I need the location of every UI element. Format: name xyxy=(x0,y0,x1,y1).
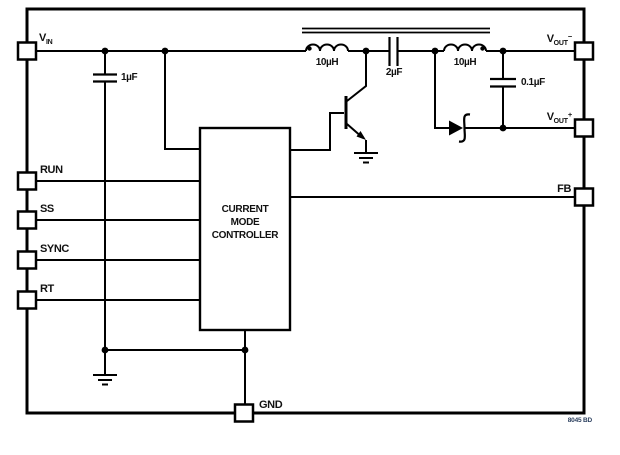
ss-pin-label: SS xyxy=(40,203,54,215)
pin-sync xyxy=(16,250,38,270)
emitter-arrow xyxy=(356,131,366,140)
diode-anode-triangle xyxy=(449,120,463,136)
pin-fb xyxy=(573,187,595,207)
coupling-cap-value-label: 2µF xyxy=(385,67,403,78)
diode-cathode-curve xyxy=(458,113,471,143)
sync-pin-label: SYNC xyxy=(40,243,69,255)
pin-vout-minus xyxy=(573,41,595,61)
secondary-inductor xyxy=(443,43,487,52)
pin-run xyxy=(16,171,38,191)
controller-block-label: CURRENT MODE CONTROLLER xyxy=(211,204,279,241)
pin-boxes xyxy=(16,41,595,423)
primary-inductor xyxy=(305,43,349,52)
transistor-collector xyxy=(346,51,367,102)
secondary-inductor-value-label: 10µH xyxy=(453,57,477,68)
pin-vin xyxy=(16,41,38,61)
pin-vout-plus xyxy=(573,118,595,138)
pin-rt xyxy=(16,290,38,310)
fb-pin-label: FB xyxy=(557,183,571,195)
rt-pin-label: RT xyxy=(40,283,54,295)
output-capacitor xyxy=(490,77,516,88)
vout-plus-pin-label: VOUT+ xyxy=(546,109,573,125)
pin-gnd xyxy=(233,403,255,423)
secondary-polarity-dot xyxy=(480,46,485,51)
coupling-capacitor xyxy=(388,37,399,66)
transformer-core xyxy=(302,27,490,34)
run-pin-label: RUN xyxy=(40,164,63,176)
npn-transistor xyxy=(344,51,367,153)
pin-ss xyxy=(16,210,38,230)
primary-polarity-dot xyxy=(307,46,312,51)
outer-border xyxy=(25,7,586,415)
gnd-pin-label: GND xyxy=(259,399,283,411)
wires xyxy=(36,50,575,404)
junction-dots xyxy=(101,47,507,354)
ground-symbol-left xyxy=(93,374,117,386)
ground-symbol-emitter xyxy=(354,152,378,164)
output-cap-value-label: 0.1µF xyxy=(521,77,545,88)
input-cap-value-label: 1µF xyxy=(121,72,138,83)
primary-inductor-value-label: 10µH xyxy=(315,57,339,68)
vin-pin-label: VIN xyxy=(39,32,53,46)
input-capacitor xyxy=(93,73,117,83)
figure-code: 8045 BD xyxy=(567,417,592,424)
controller-block-outline xyxy=(198,126,292,332)
vout-minus-pin-label: VOUT− xyxy=(546,31,573,47)
schottky-diode xyxy=(449,113,471,143)
